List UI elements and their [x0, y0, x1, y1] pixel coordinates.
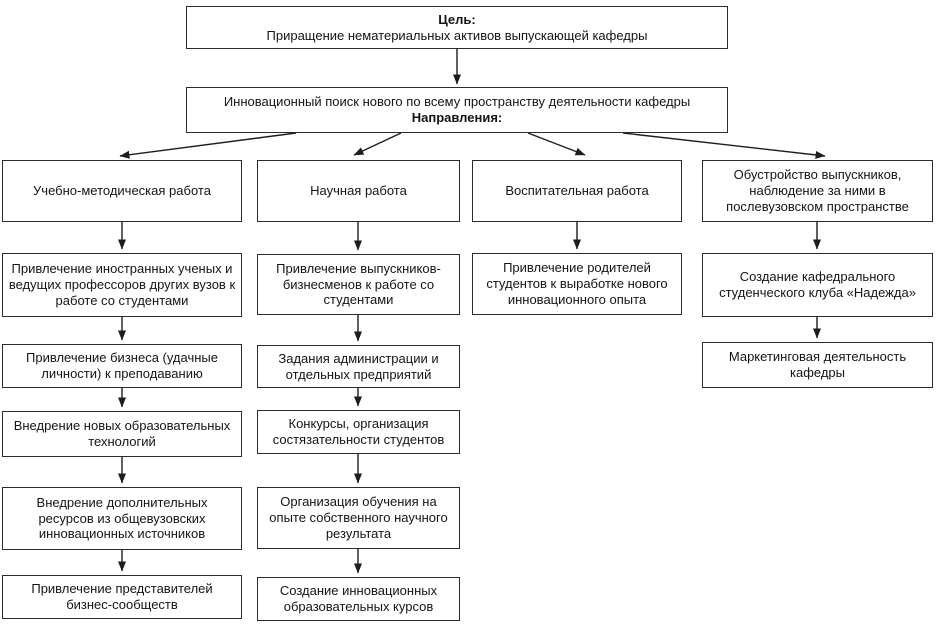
flow-node-label: Привлечение выпускников-бизнесменов к ра… [276, 260, 441, 308]
flow-node-label: Создание инновационных образовательных к… [279, 583, 438, 614]
search-text: Инновационный поиск нового по всему прос… [223, 94, 691, 110]
column-header-label: Обустройство выпускников, наблюдение за … [726, 167, 909, 214]
flow-node-label: Организация обучения на опыте собственно… [269, 494, 448, 541]
column-header-label: Воспитательная работа [505, 183, 649, 199]
directions-label: Направления: [411, 110, 503, 125]
goal-box: Цель: Приращение нематериальных активов … [186, 6, 728, 49]
flow-node: Внедрение дополнительных ресурсов из общ… [2, 487, 242, 550]
flow-node: Внедрение новых образовательных технолог… [2, 411, 242, 457]
column-header-educational-methodical: Учебно-методическая работа [2, 160, 242, 222]
flow-node: Привлечение выпускников-бизнесменов к ра… [257, 254, 460, 315]
flow-node-label: Привлечение представителей бизнес-сообще… [31, 581, 213, 612]
innovation-search-box: Инновационный поиск нового по всему прос… [186, 87, 728, 133]
flow-node: Организация обучения на опыте собственно… [257, 487, 460, 549]
flow-node: Конкурсы, организация состязательности с… [257, 410, 460, 454]
column-header-label: Научная работа [310, 183, 407, 199]
flow-node-label: Привлечение иностранных ученых и ведущих… [8, 261, 236, 308]
flow-node-label: Внедрение дополнительных ресурсов из общ… [36, 494, 208, 542]
goal-text: Приращение нематериальных активов выпуск… [266, 27, 648, 43]
column-header-label: Учебно-методическая работа [33, 183, 211, 199]
column-header-scientific: Научная работа [257, 160, 460, 222]
flow-node: Привлечение иностранных ученых и ведущих… [2, 253, 242, 317]
flow-node-label: Конкурсы, организация состязательности с… [272, 416, 445, 447]
flow-node-label: Маркетинговая деятельность кафедры [728, 349, 907, 380]
column-header-graduates: Обустройство выпускников, наблюдение за … [702, 160, 933, 222]
flow-node-label: Привлечение родителей студентов к вырабо… [486, 260, 668, 307]
flow-node-label: Создание кафедрального студенческого клу… [719, 269, 916, 300]
flow-node: Привлечение бизнеса (удачные личности) к… [2, 344, 242, 388]
flow-node: Привлечение родителей студентов к вырабо… [472, 253, 682, 315]
goal-title: Цель: [438, 11, 476, 27]
flow-node: Создание кафедрального студенческого клу… [702, 253, 933, 317]
flow-node-label: Привлечение бизнеса (удачные личности) к… [26, 350, 218, 381]
flow-node: Создание инновационных образовательных к… [257, 577, 460, 621]
flow-node: Маркетинговая деятельность кафедры [702, 342, 933, 388]
column-header-upbringing: Воспитательная работа [472, 160, 682, 222]
flow-node: Задания администрации и отдельных предпр… [257, 345, 460, 388]
flow-node-label: Задания администрации и отдельных предпр… [278, 350, 439, 382]
flow-node: Привлечение представителей бизнес-сообще… [2, 575, 242, 619]
flow-node-label: Внедрение новых образовательных технолог… [13, 418, 231, 449]
